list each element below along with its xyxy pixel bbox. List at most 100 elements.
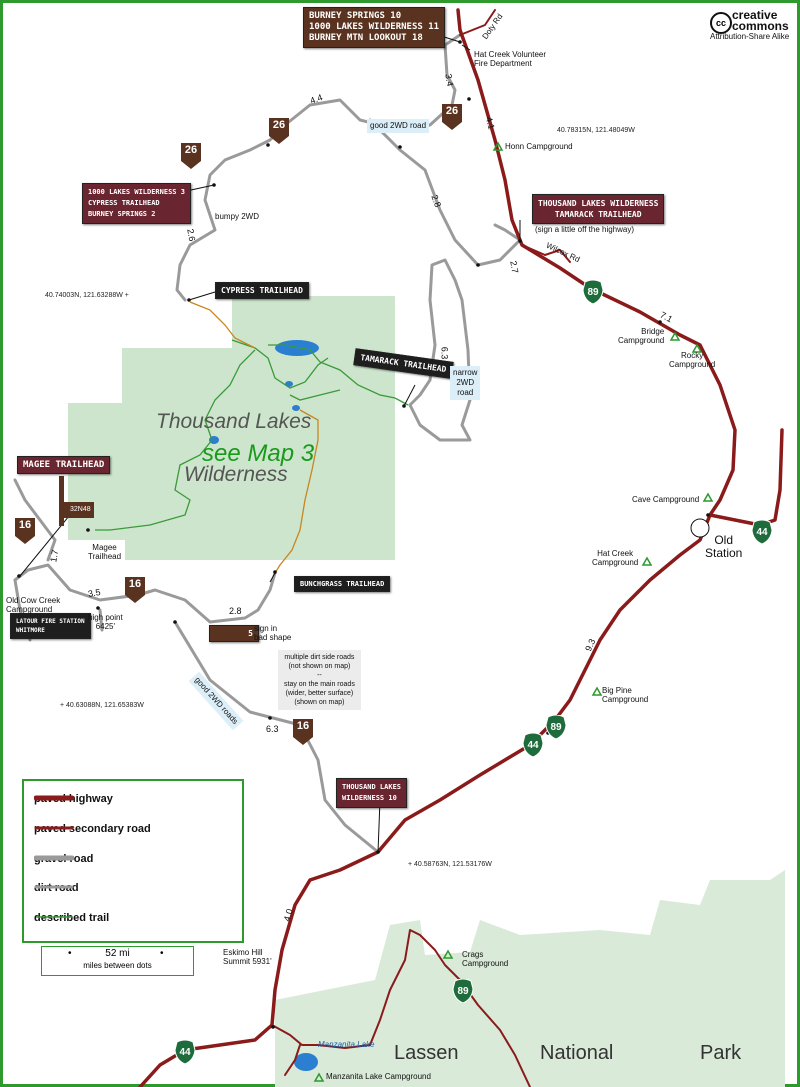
sign-32n48-label: 32N48 (70, 506, 91, 513)
bridge-campground-label: Bridge Campground (618, 327, 665, 345)
campground-icon (669, 331, 681, 341)
sign-line: CYPRESS TRAILHEAD (88, 199, 160, 207)
lake (292, 405, 300, 411)
sr-44-shield: 44 (522, 733, 544, 759)
sr-89-shield: 89 (545, 715, 567, 741)
paved-secondary-road (284, 1044, 301, 1076)
route-16-shield: 16 (292, 719, 314, 745)
manzanita-campground-label: Manzanita Lake Campground (326, 1072, 431, 1081)
gravel-road (13, 478, 57, 562)
thousand-lakes-wilderness-area (68, 296, 395, 560)
lassen-park-area (275, 870, 785, 1087)
sign-line: THOUSAND LAKES WILDERNESS (538, 199, 659, 208)
sign-tlw-lower: THOUSAND LAKES WILDERNESS 10 (336, 778, 408, 808)
paved-highway (138, 8, 737, 1087)
dirt-road (493, 223, 522, 242)
honn-campground-label: Honn Campground (505, 142, 573, 151)
legend-described-trail: described trail (34, 912, 109, 924)
sign-1000-lakes-cypress: 1000 LAKES WILDERNESS 3 CYPRESS TRAILHEA… (82, 183, 191, 224)
paved-secondary-road (521, 244, 571, 263)
coordinate-label: 40.78315N, 121.48049W (557, 127, 635, 134)
trail (268, 344, 409, 406)
sign-line: LATOUR FIRE STATION (16, 618, 85, 625)
campground-icon (641, 556, 653, 566)
legend-paved-secondary: paved secondary road (34, 823, 151, 835)
described-trails-orange (189, 301, 319, 574)
legend-label: paved secondary road (34, 823, 151, 835)
sign-line: THOUSAND LAKES (342, 783, 402, 791)
trail (189, 301, 256, 349)
paved-secondary-road (459, 9, 496, 36)
sign-line: BURNEY SPRINGS 10 (309, 11, 402, 21)
manzanita-lake (294, 1053, 318, 1071)
hat-creek-vfd-label: Hat Creek Volunteer Fire Department (474, 50, 547, 68)
wilderness-label-2: Wilderness (184, 463, 288, 486)
sign-line: TAMARACK TRAILHEAD (554, 210, 642, 219)
sign-magee-trailhead: MAGEE TRAILHEAD (17, 456, 111, 474)
gravel-road (13, 563, 277, 624)
sign-note-label: (sign a little off the highway) (535, 225, 635, 234)
sign-line: BURNEY SPRINGS 2 (88, 210, 156, 218)
park-label-lassen: Lassen (394, 1042, 459, 1064)
hat-creek-campground-label: Hat Creek Campground (592, 549, 639, 567)
wilderness-label: Thousand Lakes (156, 410, 312, 433)
see-map-3-link[interactable]: see Map 3 (202, 440, 315, 467)
campground-icon (702, 492, 714, 502)
cc-brand: creative commons (732, 8, 789, 33)
campground-icon (492, 141, 504, 151)
gravel-road (175, 33, 462, 302)
eskimo-hill-label: Eskimo Hill Summit 5931' (223, 948, 272, 966)
scale-value: 52 mi (105, 948, 130, 959)
distance-label: 6.3 (439, 346, 450, 360)
sr-44-shield: 44 (174, 1040, 196, 1066)
trail (231, 339, 329, 389)
legend-paved-highway: paved highway (34, 793, 113, 805)
cave-campground-label: Cave Campground (632, 495, 700, 504)
sign-cypress-trailhead: CYPRESS TRAILHEAD (215, 282, 309, 299)
scale-row: • 52 mi • (42, 947, 193, 961)
legend-dirt-road: dirt road (34, 882, 79, 894)
coordinate-label: + 40.63088N, 121.65383W (60, 702, 144, 709)
distance-label: 2.8 (229, 606, 242, 616)
coordinate-label: + 40.58763N, 121.53176W (408, 861, 492, 868)
sign-line: WILDERNESS 10 (342, 794, 397, 802)
cc-icon: cc (710, 12, 732, 34)
campground-icon (691, 343, 703, 353)
gravel-road (173, 620, 380, 854)
dirt-road (98, 608, 104, 632)
distance-label: 3.5 (87, 586, 102, 600)
sr-89-shield: 89 (452, 979, 474, 1005)
sign-bad-shape-label: sign in bad shape (254, 624, 292, 642)
scale-caption: miles between dots (83, 961, 152, 970)
legend-gravel-road: gravel road (34, 853, 93, 865)
old-cow-creek-label: Old Cow Creek Campground (6, 596, 61, 614)
described-trails (95, 339, 409, 531)
sign-32n48 (64, 502, 94, 518)
distance-label: 6.3 (266, 724, 279, 734)
sign-latour-fire-station: LATOUR FIRE STATION WHITMORE (10, 613, 91, 639)
scale-box: • 52 mi • miles between dots (41, 946, 194, 976)
sr-44-shield: 44 (751, 520, 773, 546)
route-26-shield: 26 (441, 104, 463, 130)
paved-secondary-road (271, 929, 531, 1087)
multiple-roads-note: multiple dirt side roads (not shown on m… (278, 650, 361, 710)
sign-line: WHITMORE (16, 627, 45, 634)
sign-tlw-tamarack: THOUSAND LAKES WILDERNESS TAMARACK TRAIL… (532, 194, 665, 224)
trail (274, 409, 319, 574)
route-26-shield: 26 (180, 143, 202, 169)
paved-highway (708, 428, 784, 527)
distance-label: 2.6 (185, 227, 198, 243)
high-point-label: high point 6425' (88, 613, 123, 631)
park-label-park: Park (700, 1042, 742, 1064)
campground-markers (313, 141, 714, 1082)
crags-campground-label: Crags Campground (462, 950, 509, 968)
legend-label: described trail (34, 912, 110, 924)
gravel-road (368, 118, 522, 267)
park-label-national: National (540, 1042, 614, 1064)
campground-icon (313, 1072, 325, 1082)
distance-label: 1.7 (48, 548, 61, 564)
sign-marker-5: 5 (209, 625, 259, 642)
sign-line: 1000 LAKES WILDERNESS 3 (88, 188, 185, 196)
old-station-marker (690, 518, 710, 538)
